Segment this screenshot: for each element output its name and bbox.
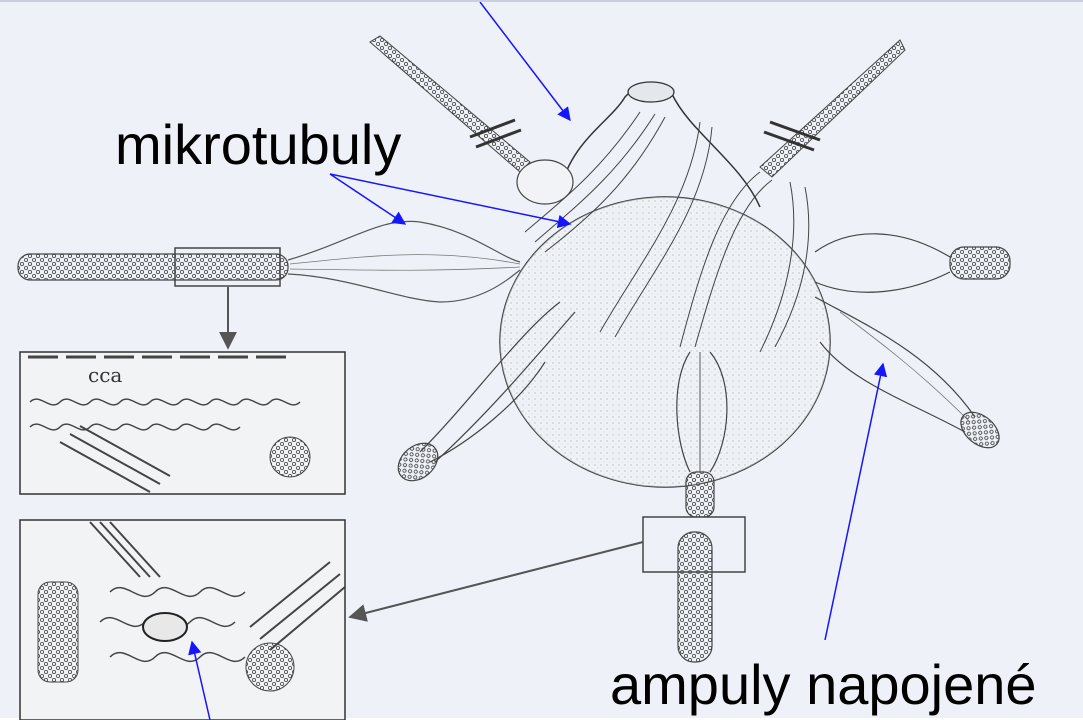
label-microtubules: mikrotubuly	[115, 112, 401, 177]
arrow-top-pointer	[480, 2, 570, 120]
arrow-ampullae	[825, 364, 883, 640]
lower-right-appendage	[815, 297, 1006, 455]
upper-right-spike	[760, 40, 905, 177]
connector-arrow-to-inset-bottom	[350, 542, 643, 617]
inset-bottom	[20, 520, 345, 720]
right-appendage	[815, 234, 1010, 292]
label-ampullae: ampuly napojené	[610, 652, 1037, 717]
cell-body	[500, 82, 830, 487]
inset-top: cca	[20, 352, 345, 494]
inset-label-cca: cca	[88, 363, 122, 387]
left-fiber-bundle	[18, 221, 520, 302]
